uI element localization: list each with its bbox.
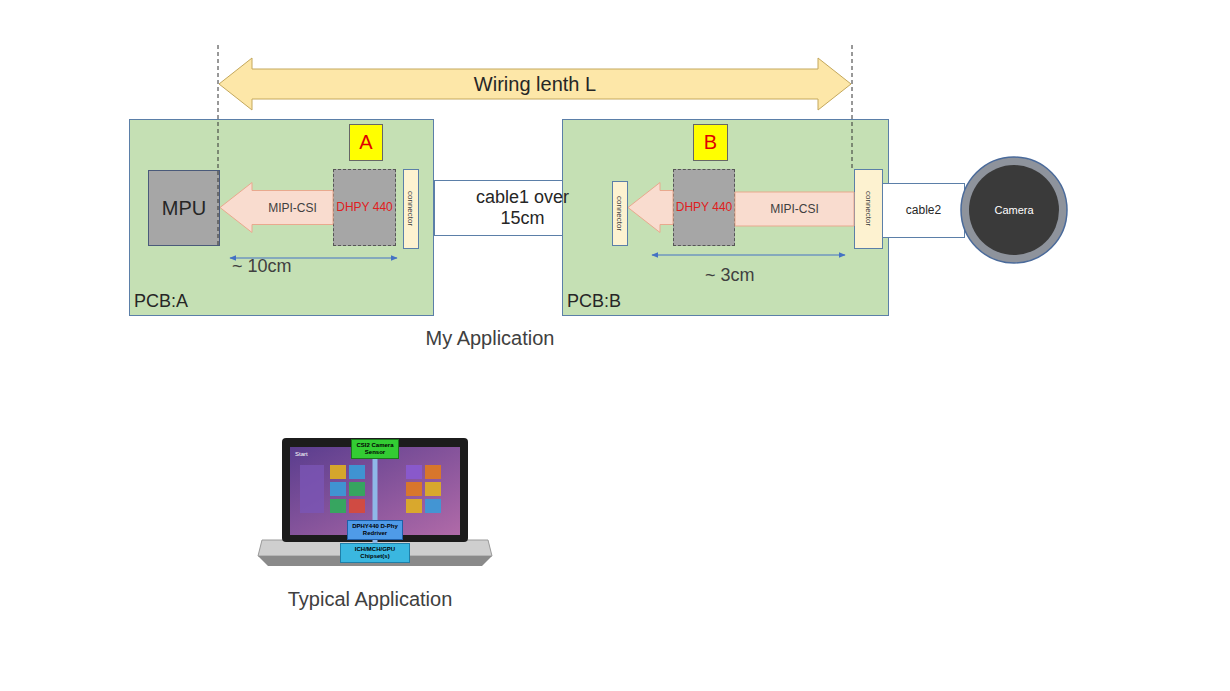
connector-box: connector — [854, 169, 883, 249]
screen-tile — [349, 482, 365, 496]
screen-tiles — [300, 465, 441, 513]
connector-box-text: connector — [864, 191, 873, 226]
screen-tile — [406, 499, 422, 513]
wiring-length-band-text: Wiring lenth L — [474, 73, 596, 96]
screen-tile — [406, 482, 422, 496]
camera-lens — [969, 165, 1059, 255]
redriver-chip: DHPY 440 — [333, 169, 396, 246]
connector-box-text: connector — [406, 191, 415, 226]
camera-circle: Camera — [960, 156, 1068, 264]
dimension-label: ~ 10cm — [232, 256, 292, 277]
screen-tile — [425, 465, 441, 479]
screen-tile — [349, 499, 365, 513]
redriver-chip: DHPY 440 — [673, 169, 735, 246]
camera-ring — [961, 157, 1067, 263]
sensor-chip-text: CSI2 Camera Sensor — [352, 442, 398, 456]
processor-box-text: MPU — [162, 197, 206, 220]
caption-label: My Application — [426, 327, 555, 350]
pcb-board-text: PCB:B — [567, 291, 621, 312]
screen-tile — [330, 499, 346, 513]
dimension-arrow — [652, 255, 845, 256]
laptop-bezel — [282, 438, 468, 542]
pcb-board-text: PCB:A — [134, 291, 188, 312]
connector-box: connector — [403, 169, 419, 249]
caption-label: Typical Application — [288, 588, 453, 611]
signal-label: MIPI-CSI — [768, 202, 821, 216]
callout-letter: A — [349, 124, 383, 161]
connector-box: connector — [612, 181, 628, 246]
callout-letter-text: A — [359, 131, 372, 154]
signal-wire — [373, 540, 378, 543]
screen-tile — [330, 465, 346, 479]
signal-label: MIPI-CSI — [266, 201, 319, 215]
redriver-chip-text: DPHY440 D-Phy Redriver — [348, 523, 402, 537]
screen-tile — [349, 465, 365, 479]
dashed-extent-line — [852, 45, 853, 168]
cable-box: cable2 — [882, 183, 965, 238]
signal-wire — [373, 459, 378, 520]
sensor-chip: CSI2 Camera Sensor — [351, 439, 399, 459]
processor-box: MPU — [148, 170, 220, 246]
chipset-box: ICH/MCH/GPU Chipset(s) — [340, 543, 410, 563]
connector-box-text: connector — [615, 196, 624, 231]
screen-tile — [425, 499, 441, 513]
redriver-chip-text: DHPY 440 — [676, 201, 732, 215]
redriver-chip: DPHY440 D-Phy Redriver — [347, 520, 403, 540]
signal-arrow — [628, 183, 673, 233]
screen-tile — [425, 482, 441, 496]
dimension-label: ~ 3cm — [705, 265, 755, 286]
camera-circle-text: Camera — [994, 204, 1033, 217]
chipset-box-text: ICH/MCH/GPU Chipset(s) — [341, 546, 409, 560]
screen-label: Start — [295, 451, 308, 457]
screen-tile — [330, 482, 346, 496]
double-arrow-outline — [219, 58, 851, 110]
screen-tile — [300, 465, 324, 513]
cable-box-text: cable1 over 15cm — [468, 187, 578, 228]
screen-tile — [406, 465, 422, 479]
redriver-chip-text: DHPY 440 — [336, 201, 392, 215]
cable-box-text: cable2 — [906, 204, 941, 218]
signal-arrow — [220, 183, 333, 233]
dashed-extent-line — [218, 45, 219, 245]
wiring-length-band: Wiring lenth L — [218, 57, 852, 111]
callout-letter: B — [693, 124, 728, 161]
callout-letter-text: B — [704, 131, 717, 154]
signal-arrow — [735, 192, 854, 226]
